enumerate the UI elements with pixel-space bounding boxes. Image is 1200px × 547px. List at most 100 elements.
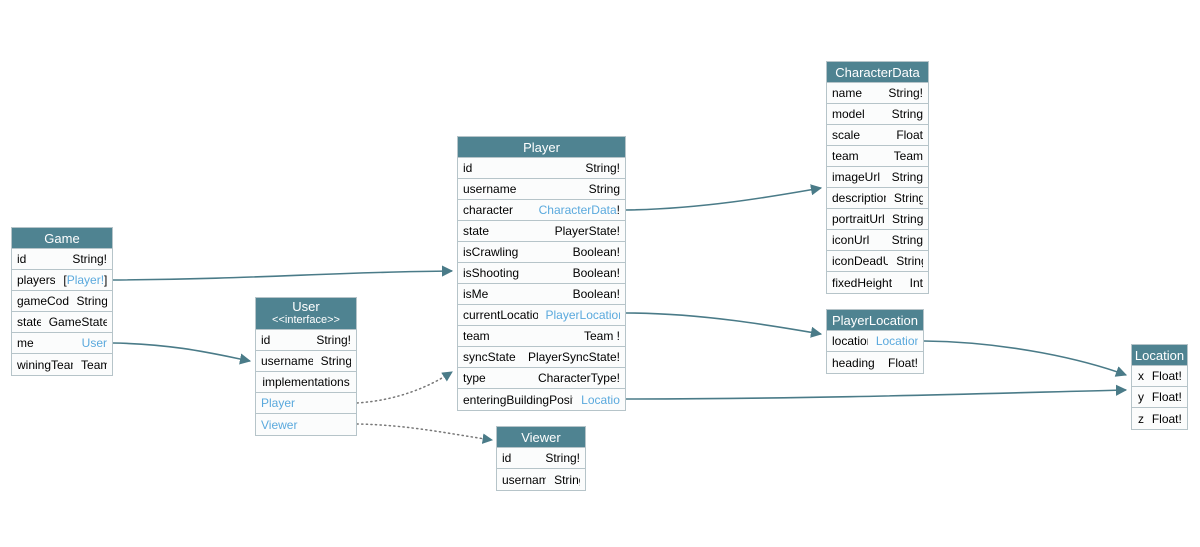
field-type: PlayerSyncState! [527,350,620,364]
entity-player-title: Player [458,137,625,158]
field-name: username [463,182,517,196]
field-row[interactable]: iconUrl String [827,230,928,251]
field-name: id [502,451,512,465]
field-row[interactable]: fixedHeight Int [827,272,928,293]
field-type-link[interactable]: Location! [875,334,918,348]
field-row[interactable]: location Location! [827,331,923,352]
implementation-name: Player [261,396,296,410]
field-type-prefix: [ [63,273,67,287]
field-row[interactable]: iconDeadUrl String [827,251,928,272]
field-row[interactable]: isCrawling Boolean! [458,242,625,263]
field-row[interactable]: heading Float! [827,352,923,373]
field-type: Float [896,128,923,142]
field-row[interactable]: name String! [827,83,928,104]
edge-playerlocation-location-to-location [923,340,1128,377]
field-name: players [17,273,56,287]
field-row[interactable]: id String! [497,448,585,469]
field-row[interactable]: id String! [256,330,356,351]
field-type: String! [316,333,351,347]
field-name: imageUrl [832,170,881,184]
field-name: scale [832,128,861,142]
implementation-item-player[interactable]: Player [256,393,356,414]
field-name: enteringBuildingPosition [463,392,573,407]
field-type-suffix: ! [616,203,620,217]
entity-playerlocation-title: PlayerLocation [827,310,923,331]
field-type: String [891,170,923,184]
field-type-suffix: ] [104,273,107,287]
entity-user[interactable]: User <<interface>> id String! username S… [255,297,357,436]
field-row[interactable]: team Team ! [458,326,625,347]
field-type-link[interactable]: PlayerLocation [545,308,621,322]
field-name: iconUrl [832,233,870,247]
field-row[interactable]: me User [12,333,112,354]
field-row[interactable]: winingTeam Team [12,354,112,375]
field-row[interactable]: currentLocation PlayerLocation! [458,305,625,326]
field-name: me [17,336,34,350]
field-type: String [892,212,923,226]
field-name: username [502,472,547,487]
field-name: iconDeadUrl [832,254,889,268]
field-row[interactable]: model String [827,104,928,125]
field-row[interactable]: type CharacterType! [458,368,625,389]
field-name: isShooting [463,266,520,280]
field-name: gameCode [17,294,69,308]
field-type: String! [72,252,107,266]
field-name: team [463,329,490,343]
field-name: state [17,315,41,329]
field-row[interactable]: syncState PlayerSyncState! [458,347,625,368]
field-type: Float! [1151,390,1181,404]
field-row[interactable]: imageUrl String [827,167,928,188]
field-row[interactable]: x Float! [1132,366,1187,387]
field-name: z [1138,411,1144,426]
field-type: Boolean! [572,287,620,301]
field-type: String! [76,294,107,308]
field-name: id [261,333,271,347]
field-row[interactable]: state GameState! [12,312,112,333]
field-row[interactable]: y Float! [1132,387,1187,408]
edge-user-implements-viewer [356,423,494,444]
edge-player-enteringbuildingposition-to-location [625,384,1128,400]
field-type: Boolean! [572,245,620,259]
field-row[interactable]: id String! [12,249,112,270]
field-row[interactable]: state PlayerState! [458,221,625,242]
field-row[interactable]: enteringBuildingPosition Location [458,389,625,410]
field-row[interactable]: team Team [827,146,928,167]
field-row[interactable]: username String [458,179,625,200]
edge-user-implements-player [356,371,453,404]
field-row[interactable]: id String! [458,158,625,179]
field-name: character [463,203,514,217]
implementation-item-viewer[interactable]: Viewer [256,414,356,435]
field-type: Team [893,149,923,163]
field-row[interactable]: scale Float [827,125,928,146]
field-row[interactable]: gameCode String! [12,291,112,312]
field-row[interactable]: z Float! [1132,408,1187,429]
field-row[interactable]: isShooting Boolean! [458,263,625,284]
entity-viewer[interactable]: Viewer id String! username String [496,426,586,491]
field-type-link[interactable]: Player! [66,273,105,287]
field-row[interactable]: character CharacterData! [458,200,625,221]
field-type: String [320,354,351,368]
field-row[interactable]: username String [256,351,356,372]
entity-player[interactable]: Player id String! username String charac… [457,136,626,411]
field-row[interactable]: username String [497,469,585,490]
entity-characterdata[interactable]: CharacterData name String! model String … [826,61,929,294]
entity-location-title: Location [1132,345,1187,366]
field-row[interactable]: description String [827,188,928,209]
field-type: GameState! [48,315,107,329]
field-row[interactable]: portraitUrl String [827,209,928,230]
field-type-link[interactable]: Location [581,392,620,407]
entity-game[interactable]: Game id String! players [Player!] gameCo… [11,227,113,376]
entity-user-stereotype: <<interface>> [272,314,340,326]
entity-location[interactable]: Location x Float! y Float! z Float! [1131,344,1188,430]
field-type-link[interactable]: User [81,336,107,350]
entity-playerlocation[interactable]: PlayerLocation location Location! headin… [826,309,924,374]
entity-user-name: User [292,299,320,314]
field-name: team [832,149,859,163]
field-name: username [261,354,313,368]
field-type-link[interactable]: CharacterData [538,203,617,217]
field-name: name [832,86,863,100]
field-type: Team ! [583,329,620,343]
field-row[interactable]: players [Player!] [12,270,112,291]
field-type: String [893,191,923,205]
field-row[interactable]: isMe Boolean! [458,284,625,305]
